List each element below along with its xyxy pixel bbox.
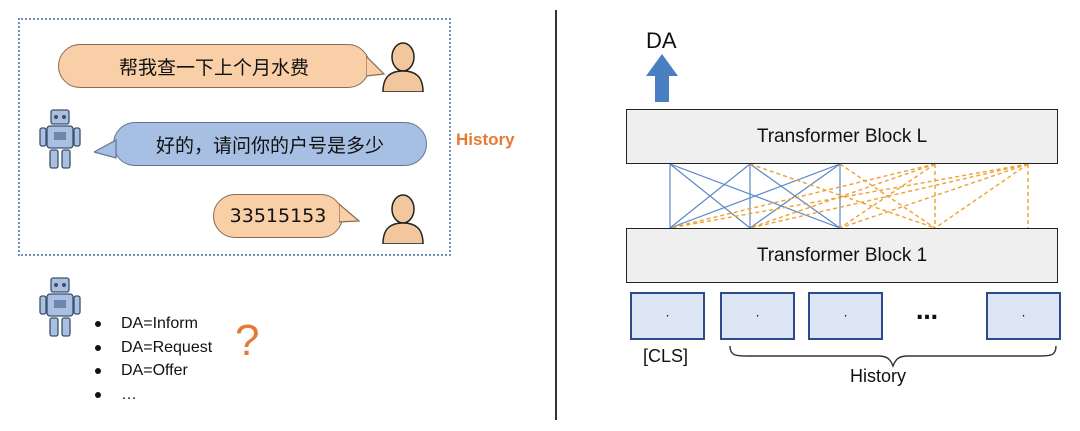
user-avatar-icon [382, 42, 424, 92]
user-message-1-text: 帮我查一下上个月水费 [118, 56, 309, 79]
cls-label: [CLS] [643, 346, 689, 366]
user-message-2: 33515153 [213, 194, 343, 238]
dialog-act-item: … [95, 383, 212, 407]
transformer-block-bottom: Transformer Block 1 [626, 228, 1058, 283]
token-history: · [808, 292, 883, 340]
dialog-act-list: DA=Inform DA=Request DA=Offer … [95, 312, 212, 406]
token-dot: · [843, 309, 848, 323]
bubble-tail-right [339, 203, 361, 223]
bubble-tail-left [94, 138, 117, 159]
attention-connections [669, 164, 1029, 228]
robot-icon [39, 277, 81, 337]
dialog-act-item: DA=Offer [95, 359, 212, 383]
history-label: History [456, 130, 515, 149]
robot-icon [39, 109, 81, 169]
token-history: · [720, 292, 795, 340]
token-dot: · [755, 309, 760, 323]
transformer-block-bottom-label: Transformer Block 1 [756, 244, 928, 266]
user-avatar-icon [382, 194, 424, 244]
bot-message-1: 好的，请问你的户号是多少 [113, 122, 427, 166]
history-tokens-label: History [850, 366, 907, 386]
bubble-tail-right [366, 55, 386, 77]
panel-divider [555, 10, 557, 420]
output-label: DA [646, 28, 677, 53]
transformer-block-top-label: Transformer Block L [756, 125, 928, 147]
up-arrow-icon [646, 54, 678, 102]
transformer-block-top: Transformer Block L [626, 109, 1058, 164]
attention-dashed-lines [669, 164, 1029, 228]
token-dot: · [1021, 309, 1026, 323]
bot-message-1-text: 好的，请问你的户号是多少 [155, 134, 384, 157]
user-message-1: 帮我查一下上个月水费 [58, 44, 370, 88]
history-brace [729, 345, 1057, 368]
token-cls: · [630, 292, 705, 340]
dialog-act-item: DA=Inform [95, 312, 212, 336]
user-message-2-text: 33515153 [229, 205, 327, 227]
history-box [18, 18, 451, 256]
token-dot: · [665, 309, 670, 323]
token-ellipsis: … [916, 300, 939, 325]
token-history: · [986, 292, 1061, 340]
question-mark: ? [235, 316, 260, 365]
attention-solid-lines [669, 164, 841, 228]
dialog-act-item: DA=Request [95, 336, 212, 360]
